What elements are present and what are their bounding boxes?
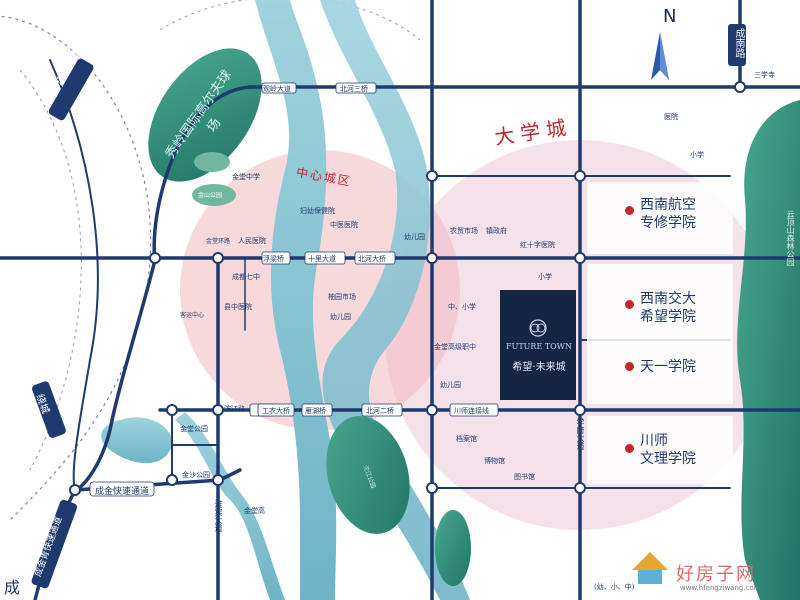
poi-library: 图书馆 [514, 473, 535, 481]
watermark-house-icon [632, 552, 668, 584]
road-label-huaijin: 淮宾大道 [214, 500, 223, 532]
project-logo-icon [529, 319, 547, 337]
compass-label: N [663, 6, 677, 27]
watermark-logo-text: 小狗吉屋 [650, 524, 730, 548]
poi-maternal: 妇幼保健院 [300, 207, 335, 215]
poi-primary1: 小学 [538, 273, 552, 281]
outer-ring-dashed [0, 15, 152, 521]
road-label-beihe: 北河大桥 [358, 255, 386, 263]
road-label-xuefu: 学府大道 [576, 418, 585, 450]
road-label-ring: 绕城 [33, 392, 51, 416]
jinshan-park-2 [192, 184, 236, 206]
road-label-guanling: 观岭大道 [263, 85, 291, 93]
green-jinshan-label: 金山公园 [198, 192, 223, 199]
road-east-ring [49, 59, 99, 491]
road-label-shili: 十里大道 [308, 255, 336, 263]
poi-vocational: 金堂高级职中 [434, 343, 476, 351]
yunding-forest-area [737, 100, 800, 600]
poi-jintang-high: 金堂高 [244, 507, 265, 515]
poi-museum: 博物馆 [484, 457, 505, 465]
poi-jintang-middle: 金堂中学 [232, 173, 260, 181]
road-label-chengnan: 成南路 [733, 28, 744, 58]
poi-town-gov: 镇政府 [486, 227, 507, 235]
poi-jinsha-park: 金沙公园 [182, 471, 210, 479]
south-green-island [435, 510, 471, 586]
project-name-cn: 希望·未来城 [512, 362, 566, 373]
college-swaa-line1: 西南航空 [640, 197, 696, 213]
college-sicnu-line1: 川师 [640, 433, 668, 449]
poi-kindergarten2: 幼儿园 [404, 233, 425, 241]
poi-primary-ne: 小学 [690, 151, 704, 159]
poi-hospital-ne: 医院 [664, 113, 678, 121]
college-tianyi: 天一学院 [640, 358, 696, 376]
college-tianyi-line1: 天一学院 [640, 359, 696, 375]
road-label-chengdu: 成 [4, 578, 21, 597]
compass-icon [651, 32, 669, 80]
poi-nongmao: 农贸市场 [450, 227, 478, 235]
poi-river-park: 沱江公园 [361, 464, 377, 490]
poi-kindergarten3: 幼儿园 [440, 381, 461, 389]
college-swaa-line2: 专修学院 [640, 215, 696, 231]
outer-ring-dashed-3 [159, 0, 421, 41]
road-ring-west [73, 258, 157, 492]
district-central-label: 中心城区 [295, 165, 353, 189]
college-swjtu-hope: 西南交大 希望学院 [640, 290, 696, 326]
road-label-east-ring: 东二绕城 [53, 47, 83, 88]
road-label-chuanshi: 川师连接线 [454, 407, 489, 415]
road-label-qingdong: 成金青快速通道 [33, 515, 65, 579]
central-zone [180, 150, 460, 430]
district-university-label: 大学城 [492, 114, 574, 150]
poi-middle-primary: 中、小学 [448, 303, 476, 311]
watermark-url: www.hfangziwang.com [680, 584, 761, 592]
intersection-nodes [69, 81, 746, 496]
college-blocks [587, 182, 733, 484]
poi-mall: 柚园市场 [328, 293, 356, 301]
poi-third-school: 三学寺 [754, 71, 775, 79]
college-swjtu-line1: 西南交大 [640, 291, 696, 307]
college-swjtu-line2: 希望学院 [640, 309, 696, 325]
poi-jinbin-park: 金堂公园 [180, 425, 208, 433]
road-label-binjiang: 滨江路 [224, 405, 245, 413]
poi-chengdu7: 成都七中 [232, 273, 260, 281]
poi-tcm: 中医医院 [330, 221, 358, 229]
jinshan-park [194, 152, 230, 172]
outer-ring-dashed-2 [19, 69, 82, 471]
west-river-curve [175, 412, 285, 600]
road-ring-north [152, 85, 252, 262]
college-marker-icon [625, 206, 634, 215]
poi-county-hospital: 县中医院 [224, 303, 252, 311]
green-yunding-label: 云顶山森林公园 [786, 210, 795, 266]
college-swaa: 西南航空 专修学院 [640, 196, 696, 232]
river-park-green [326, 416, 410, 534]
poi-legend-note: (幼、小、中) [594, 583, 635, 591]
project-name-en: FUTURE TOWN [506, 342, 572, 351]
road-label-fuliang: 浮梁桥 [263, 255, 284, 263]
college-sicnu-line2: 文理学院 [640, 451, 696, 467]
college-marker-icon [625, 362, 634, 371]
poi-archive: 档案馆 [456, 435, 477, 443]
poi-redcross: 红十字医院 [520, 241, 555, 249]
poi-kindergarten1: 幼儿园 [330, 313, 351, 321]
road-label-gongnong: 工农大桥 [262, 407, 290, 415]
poi-jintang-road: 金堂环路 [206, 238, 231, 245]
watermark-text: 好房子网 [676, 564, 756, 585]
green-xiuyan-label: 秀岭国际高尔夫球场 [162, 67, 235, 162]
project-block [500, 290, 576, 400]
college-sicnu-wl: 川师 文理学院 [640, 432, 696, 468]
college-marker-icon [625, 444, 634, 453]
road-label-beihe2: 北河二桥 [366, 407, 394, 415]
tuojiang-river [255, 0, 337, 600]
poi-people-hospital: 人民医院 [238, 237, 266, 245]
west-lake [101, 417, 172, 464]
poi-tourism: 客运中心 [180, 312, 205, 319]
road-label-yanhe: 雁湖桥 [305, 407, 326, 415]
road-label-beihe3: 北河三桥 [340, 85, 368, 93]
road-badges [89, 24, 746, 497]
college-marker-icon [625, 300, 634, 309]
road-label-chengjin: 成金快速通道 [95, 487, 150, 497]
